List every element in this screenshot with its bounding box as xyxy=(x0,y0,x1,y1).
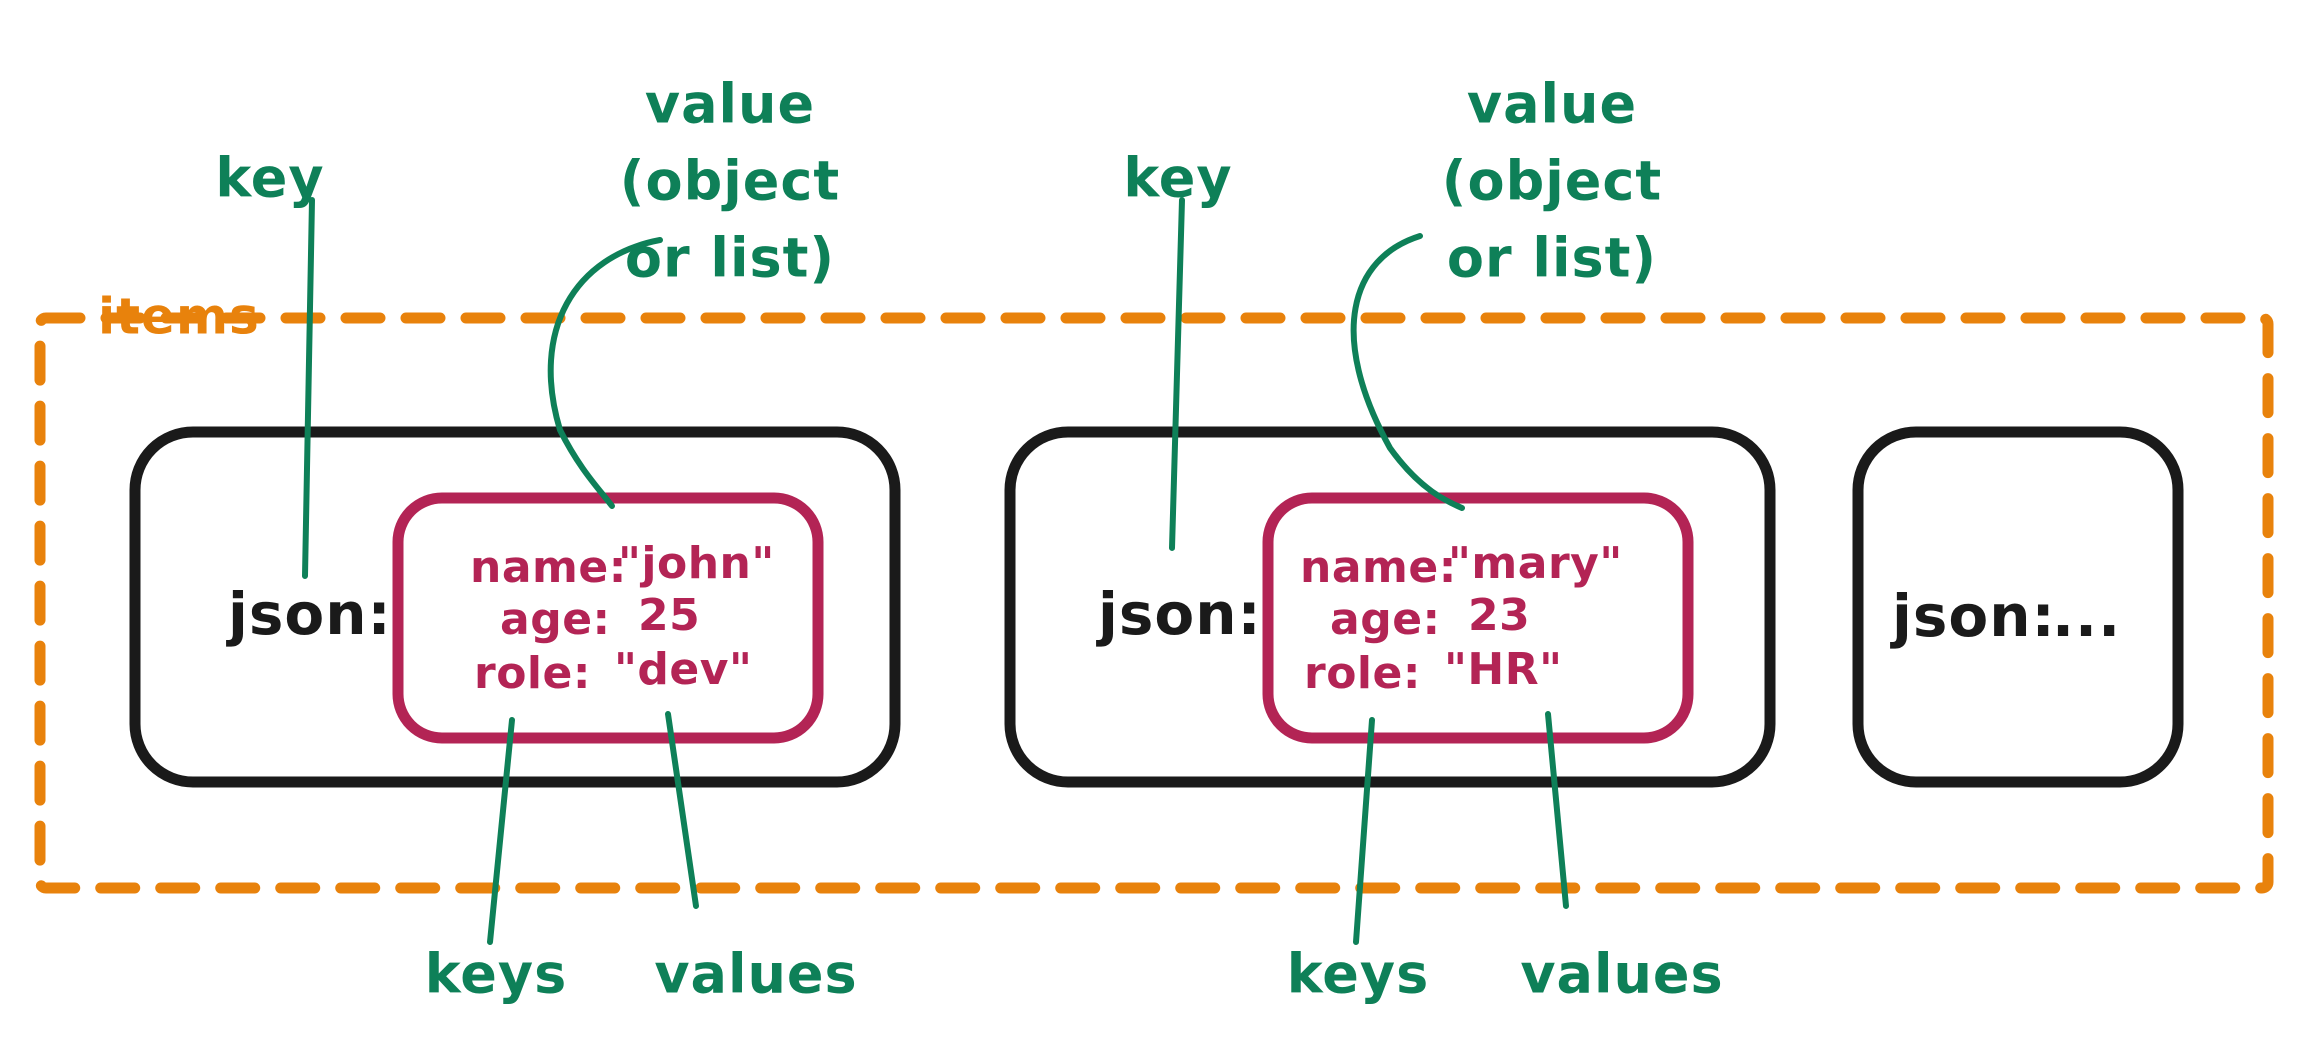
leader-line-keys-2 xyxy=(1353,717,1375,945)
pair-key-1-1: age: xyxy=(500,594,611,645)
pair-key-1-0: name: xyxy=(470,542,627,593)
leader-line-values-1 xyxy=(665,711,699,909)
pair-value-1-2: "dev" xyxy=(614,644,752,695)
items-container-dashed-border xyxy=(34,312,2274,894)
json-key-label-3: json: xyxy=(1890,582,2056,650)
items-label: items xyxy=(98,288,260,346)
leader-line-value-1 xyxy=(547,237,663,509)
pair-key-2-1: age: xyxy=(1330,594,1441,645)
annotation-keys-2: keys xyxy=(1287,943,1429,1006)
pair-value-2-2: "HR" xyxy=(1444,644,1563,695)
json-key-label-2: json: xyxy=(1096,580,1262,648)
annotation-value-line3-1: or list) xyxy=(625,227,835,290)
annotation-value-line2-2: (object xyxy=(1442,150,1662,213)
leader-line-key-2 xyxy=(1169,197,1185,551)
pair-value-1-0: "john" xyxy=(618,538,775,589)
annotation-value-line2-1: (object xyxy=(620,150,840,213)
annotation-values-2: values xyxy=(1520,943,1723,1006)
leader-line-value-2 xyxy=(1350,233,1465,511)
leader-line-keys-1 xyxy=(487,717,515,945)
pair-value-1-1: 25 xyxy=(638,590,700,641)
pair-key-1-2: role: xyxy=(474,648,591,699)
annotation-value-line1-2: value xyxy=(1467,73,1637,136)
annotation-value-line1-1: value xyxy=(645,73,815,136)
pair-key-2-0: name: xyxy=(1300,542,1457,593)
json-key-label-1: json: xyxy=(226,580,392,648)
leader-line-values-2 xyxy=(1545,711,1569,909)
pair-value-2-1: 23 xyxy=(1468,590,1530,641)
annotation-value-line3-2: or list) xyxy=(1447,227,1657,290)
pair-key-2-2: role: xyxy=(1304,648,1421,699)
pair-value-2-0: "mary" xyxy=(1448,538,1623,589)
annotation-key-1: key xyxy=(215,147,324,210)
annotation-keys-1: keys xyxy=(425,943,567,1006)
item-card-outline-3 xyxy=(1852,426,2184,788)
json-ellipsis-3: ... xyxy=(2052,582,2121,650)
leader-line-key-1 xyxy=(302,197,315,579)
annotation-values-1: values xyxy=(654,943,857,1006)
json-object-box-2 xyxy=(1262,492,1694,744)
annotation-key-2: key xyxy=(1123,147,1232,210)
